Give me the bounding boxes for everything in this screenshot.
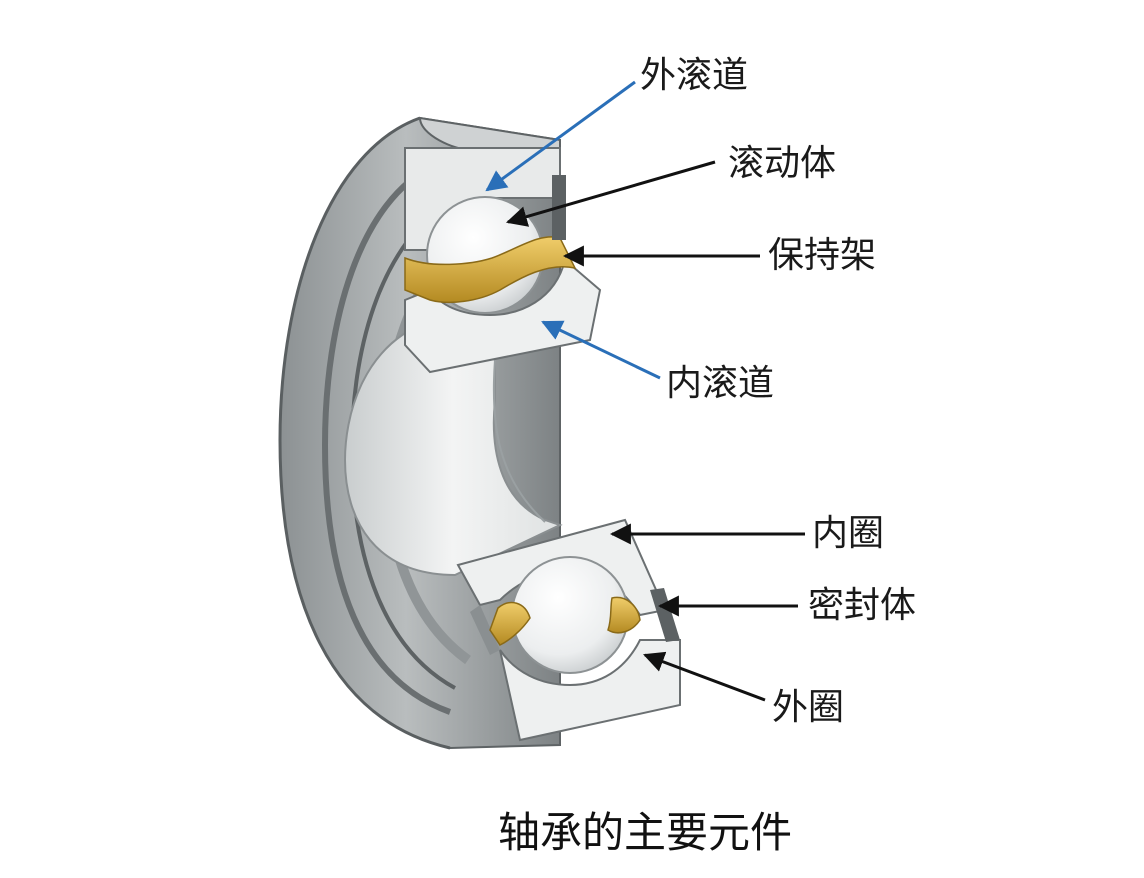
label-outer-raceway: 外滚道 [640,55,749,96]
leader-outer-raceway [485,80,636,192]
label-inner-raceway: 内滚道 [666,363,775,404]
label-cage: 保持架 [768,235,877,276]
leader-outer-ring [643,651,766,702]
leader-rolling-element [505,160,716,227]
label-seal: 密封体 [808,585,917,626]
bottom-section [456,518,681,742]
top-section [404,147,602,374]
leader-inner-raceway [541,320,661,380]
label-outer-ring: 外圈 [772,687,845,728]
label-inner-ring: 内圈 [812,513,885,554]
inner-bore [343,318,563,577]
diagram-caption: 轴承的主要元件 [498,808,793,857]
label-rolling-element: 滚动体 [728,143,837,184]
